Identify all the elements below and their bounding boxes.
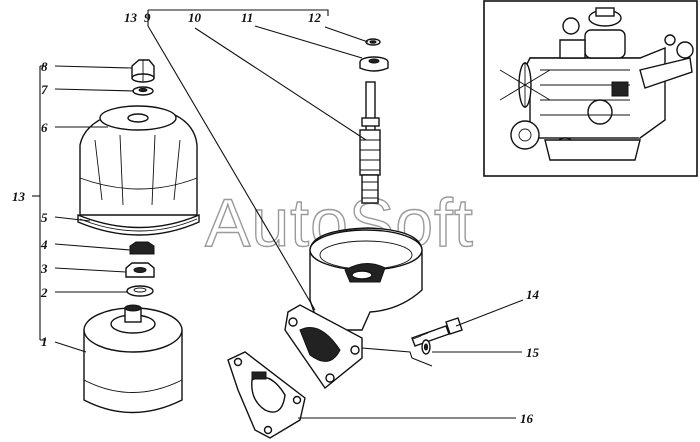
label-2: 2 [40, 285, 48, 300]
part-6-filter-cover [79, 105, 198, 216]
label-4: 4 [40, 237, 48, 252]
label-1: 1 [41, 334, 48, 349]
label-3: 3 [40, 261, 48, 276]
part-5-gasket [77, 213, 200, 236]
part-4-nut [129, 241, 155, 255]
part-15-washer [421, 339, 431, 355]
part-labels: 13 9 10 11 12 8 7 6 13 5 4 3 2 1 14 15 1… [12, 10, 540, 426]
label-13-top: 13 [124, 10, 138, 25]
label-6: 6 [41, 120, 48, 135]
part-11-washer [359, 56, 389, 72]
label-7: 7 [41, 82, 48, 97]
label-8: 8 [41, 59, 48, 74]
part-14-bolt [411, 317, 463, 347]
label-16: 16 [520, 411, 534, 426]
label-11: 11 [241, 10, 253, 25]
label-5: 5 [41, 210, 48, 225]
engine-illustration [499, 7, 694, 161]
leader-lines [32, 9, 524, 419]
part-16-gasket [227, 351, 306, 439]
part-10-central-rod [359, 81, 381, 204]
part-12-ring [365, 38, 381, 46]
part-3-nut [125, 262, 155, 278]
engine-inset [483, 0, 698, 177]
part-2-ring [126, 285, 154, 297]
label-13-side: 13 [12, 189, 26, 204]
part-7-washer [132, 86, 154, 96]
label-12: 12 [308, 10, 322, 25]
label-9: 9 [144, 10, 151, 25]
label-10: 10 [188, 10, 202, 25]
label-15: 15 [526, 345, 540, 360]
part-1-filter-element [83, 304, 183, 414]
part-8-cap-nut [131, 59, 155, 83]
filter-base-housing [284, 227, 423, 390]
label-14: 14 [526, 287, 540, 302]
